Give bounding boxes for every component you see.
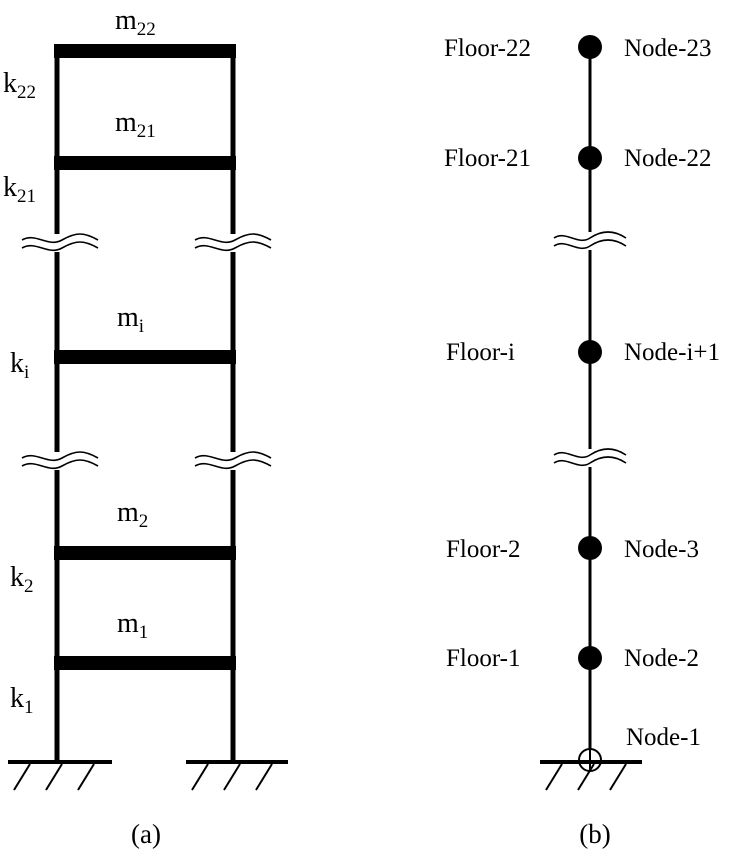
node-marker-3 — [578, 536, 602, 560]
node-marker-23 — [578, 35, 602, 59]
node-label-3: Node-3 — [624, 536, 699, 563]
stick-model: Floor-22 Floor-21 Floor-i Floor-2 Floor-… — [444, 35, 720, 849]
floor-label-21: Floor-21 — [444, 145, 531, 172]
break-mark-right-upper — [192, 233, 272, 252]
beam-floor-2 — [54, 546, 236, 560]
mass-label-m22: m22 — [115, 5, 156, 40]
caption-b: (b) — [579, 819, 610, 849]
shear-frame: m22 m21 mi m2 m1 k22 k21 ki k2 k1 (a) — [3, 5, 288, 849]
break-mark-left-upper — [20, 233, 100, 252]
stiffness-label-k1: k1 — [10, 683, 34, 718]
caption-a: (a) — [131, 819, 161, 849]
stiffness-label-k21: k21 — [3, 172, 36, 207]
beam-floor-1 — [54, 656, 236, 670]
break-mark-stick-lower — [552, 448, 628, 467]
fixed-support-right — [186, 760, 288, 791]
mass-label-m21: m21 — [115, 107, 156, 142]
beam-floor-21 — [54, 156, 236, 170]
mass-label-m2: m2 — [117, 497, 148, 532]
fixed-support-left — [8, 760, 112, 791]
floor-label-1: Floor-1 — [446, 645, 521, 672]
stiffness-label-k22: k22 — [3, 68, 36, 103]
stiffness-label-k2: k2 — [10, 562, 34, 597]
floor-label-2: Floor-2 — [446, 536, 521, 563]
node-marker-2 — [578, 646, 602, 670]
node-label-22: Node-22 — [624, 145, 711, 172]
break-mark-stick-upper — [552, 231, 628, 250]
break-mark-right-lower — [192, 451, 272, 470]
node-label-1: Node-1 — [626, 724, 701, 751]
mass-label-m1: m1 — [117, 608, 148, 643]
node-label-23: Node-23 — [624, 35, 711, 62]
beam-floor-i — [54, 350, 236, 364]
node-marker-22 — [578, 146, 602, 170]
floor-label-i: Floor-i — [446, 339, 515, 366]
stiffness-label-ki: ki — [10, 348, 29, 383]
mass-label-mi: mi — [117, 302, 144, 337]
node-label-i-plus-1: Node-i+1 — [624, 339, 720, 366]
fixed-support-stick — [540, 760, 642, 791]
floor-label-22: Floor-22 — [444, 35, 531, 62]
break-mark-left-lower — [20, 451, 100, 470]
node-marker-i-plus-1 — [578, 340, 602, 364]
node-label-2: Node-2 — [624, 645, 699, 672]
beam-floor-22 — [54, 44, 236, 58]
